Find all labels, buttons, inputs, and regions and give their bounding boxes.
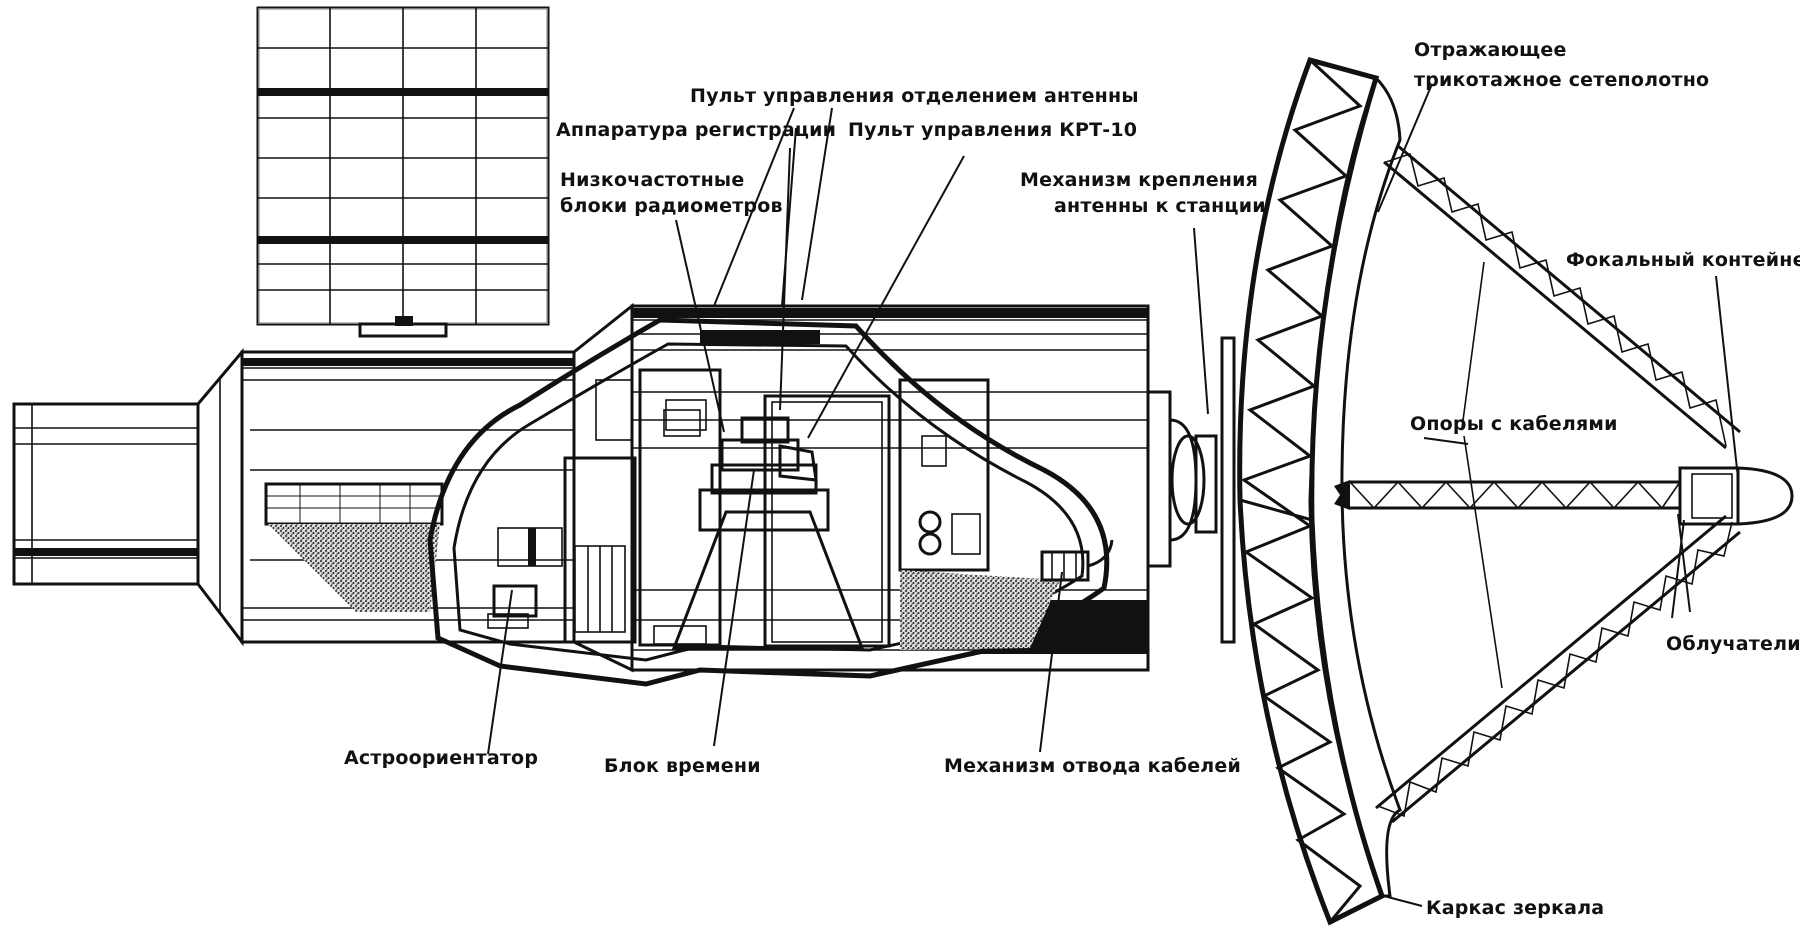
label-focal-container: Фокальный контейнер — [1566, 249, 1800, 271]
antenna-reflector — [1237, 56, 1402, 926]
label-antenna-separation-panel: Пульт управления отделением антенны — [690, 85, 1139, 107]
label-supports-with-cables: Опоры с кабелями — [1410, 413, 1618, 435]
label-star-tracker: Астроориентатор — [344, 747, 538, 769]
label-mirror-frame: Каркас зеркала — [1426, 897, 1604, 919]
label-attach-mechanism-2: антенны к станции — [1054, 195, 1266, 217]
station-body — [12, 302, 1236, 673]
label-reflecting-mesh-2: трикотажное сетеполотно — [1414, 69, 1709, 91]
label-lowfreq-radiometer-1: Низкочастотные — [560, 169, 744, 191]
label-cable-retraction: Механизм отвода кабелей — [944, 755, 1241, 777]
antenna-struts — [1334, 144, 1794, 824]
label-attach-mechanism-1: Механизм крепления — [1020, 169, 1258, 191]
label-recording-equipment: Аппаратура регистрации — [556, 119, 836, 141]
leader-lines — [487, 83, 1739, 907]
labels: Отражающее трикотажное сетеполотно Пульт… — [344, 39, 1800, 919]
label-reflecting-mesh-1: Отражающее — [1414, 39, 1567, 61]
cutaway-interior — [427, 317, 1114, 687]
solar-panel — [256, 6, 550, 338]
label-lowfreq-radiometer-2: блоки радиометров — [560, 195, 783, 217]
label-time-unit: Блок времени — [604, 755, 761, 777]
label-krt10-control-panel: Пульт управления КРТ-10 — [848, 119, 1137, 141]
label-feeds: Облучатели — [1666, 633, 1800, 655]
